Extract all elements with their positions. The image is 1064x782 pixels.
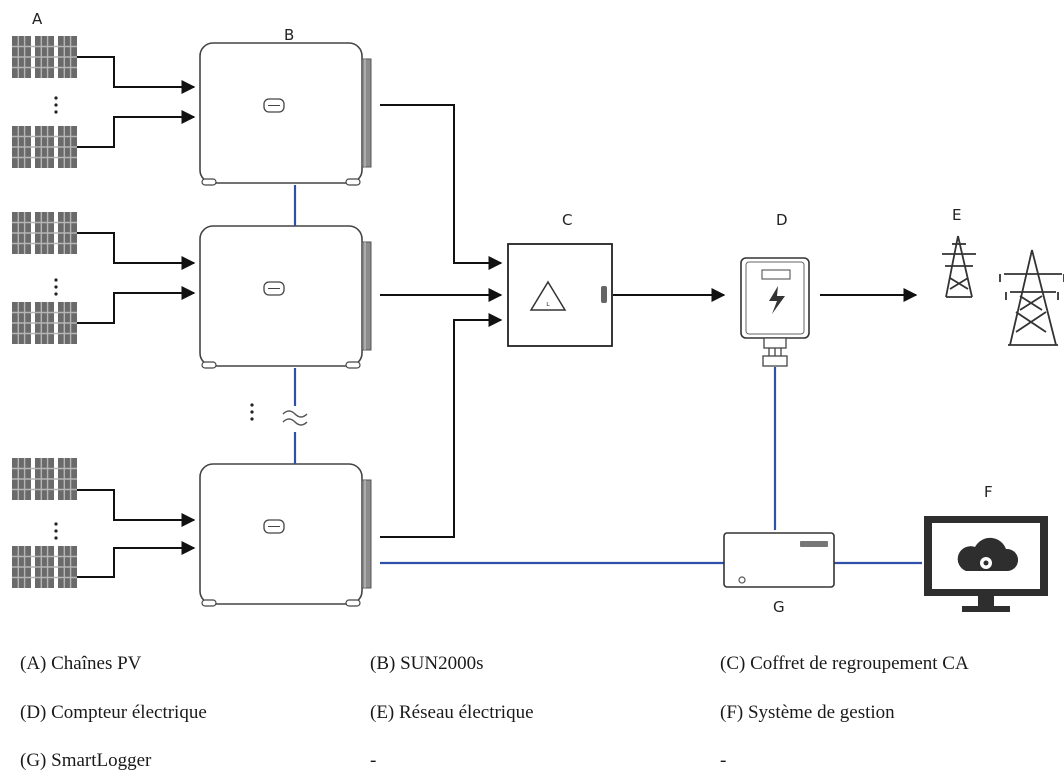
inverter-1 (199, 42, 372, 186)
monitor-icon (924, 516, 1048, 612)
pv-system-diagram: A B C D E F G (11, 10, 1064, 616)
legend-item-c: (C) Coffret de regroupement CA (720, 653, 969, 674)
ellipsis-dots (54, 278, 58, 296)
break-icon (282, 410, 308, 426)
legend-item-g: (G) SmartLogger (20, 750, 152, 771)
legend-item-b: (B) SUN2000s (370, 653, 484, 674)
pv-panel (11, 457, 78, 501)
pv-panel (11, 125, 78, 169)
ellipsis-dots (54, 96, 58, 114)
label-f: F (984, 483, 993, 501)
smartlogger (723, 532, 835, 588)
label-a: A (32, 10, 43, 28)
grid-tower-icon (942, 235, 1064, 346)
ellipsis-dots (250, 403, 254, 421)
ac-lines (380, 104, 918, 538)
legend: (A) Chaînes PV (B) SUN2000s (C) Coffret … (0, 640, 1064, 780)
ac-combiner-box: ʟ (507, 243, 613, 347)
ellipsis-dots (54, 522, 58, 540)
legend-item-d: (D) Compteur électrique (20, 702, 207, 723)
inverter-2 (199, 225, 372, 369)
dc-lines (77, 56, 196, 578)
label-g: G (773, 598, 785, 616)
pv-panel (11, 301, 78, 345)
legend-item-e: (E) Réseau électrique (370, 702, 534, 723)
label-e: E (952, 206, 961, 224)
label-d: D (776, 211, 788, 229)
comm-lines (293, 185, 922, 565)
pv-panel (11, 35, 78, 79)
legend-item-a: (A) Chaînes PV (20, 653, 142, 674)
pv-panel (11, 545, 78, 589)
pv-panel (11, 211, 78, 255)
legend-item-empty: - (720, 750, 727, 771)
legend-item-f: (F) Système de gestion (720, 702, 895, 723)
label-c: C (562, 211, 572, 229)
svg-text:ʟ: ʟ (546, 300, 550, 308)
legend-item-empty: - (370, 750, 377, 771)
label-b: B (284, 26, 294, 44)
inverter-3 (199, 463, 372, 607)
power-meter (740, 257, 810, 367)
